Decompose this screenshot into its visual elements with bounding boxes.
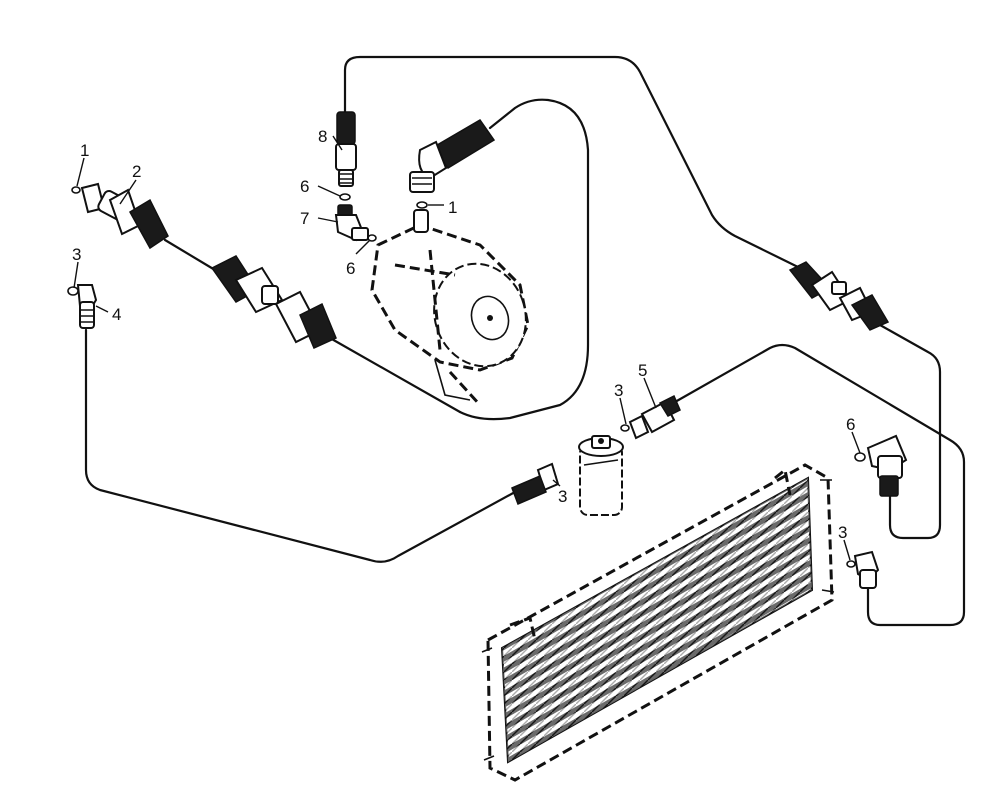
o-ring-3-right [846,560,856,568]
o-ring-6-lower [367,234,377,242]
discharge-hose [343,55,802,270]
callout-3-left: 3 [72,245,81,264]
condenser-inlet-hose [673,343,966,627]
callout-5: 5 [638,361,647,380]
o-ring-3-dryer-top [620,424,630,432]
hose-2-to-compressor [328,336,462,414]
callout-6-lower: 6 [346,259,355,278]
callout-3-dryer-top: 3 [614,381,623,400]
callout-3-dryer-left: 3 [558,487,567,506]
right-elbow-lower [853,550,880,589]
o-ring-6-upper [339,193,351,201]
callout-6-right: 6 [846,415,855,434]
receiver-dryer [578,435,624,516]
right-hose-fittings [788,261,890,331]
callout-7: 7 [300,209,309,228]
fitting-5 [628,394,681,440]
right-hose-outer [878,323,942,540]
elbow-7 [334,204,369,242]
hose-assembly-2 [80,182,337,350]
suction-hose-loop [458,98,590,421]
o-ring-1-left [71,186,81,194]
callout-2: 2 [132,162,141,181]
dryer-inlet-fitting [511,462,560,505]
callout-labels: 1 2 3 4 8 6 7 6 1 3 5 3 6 3 [72,127,855,542]
elbow-4 [76,284,98,329]
callout-8: 8 [318,127,327,146]
callout-6-upper: 6 [300,177,309,196]
hose-2-line [163,238,217,272]
callout-3-right: 3 [838,523,847,542]
right-elbow-upper [866,434,908,497]
callout-4: 4 [112,305,121,324]
o-ring-3-left [67,286,79,296]
o-ring-1-upper [416,201,428,209]
suction-fitting [409,119,496,193]
o-ring-6-right [854,452,866,462]
callout-leaders [73,135,861,561]
callout-1-compressor: 1 [448,198,457,217]
condenser [481,463,835,782]
fitting-8 [335,111,357,187]
callout-1-left: 1 [80,141,89,160]
compressor [370,209,530,407]
hose-lines [84,55,966,627]
liquid-hose [84,328,517,563]
